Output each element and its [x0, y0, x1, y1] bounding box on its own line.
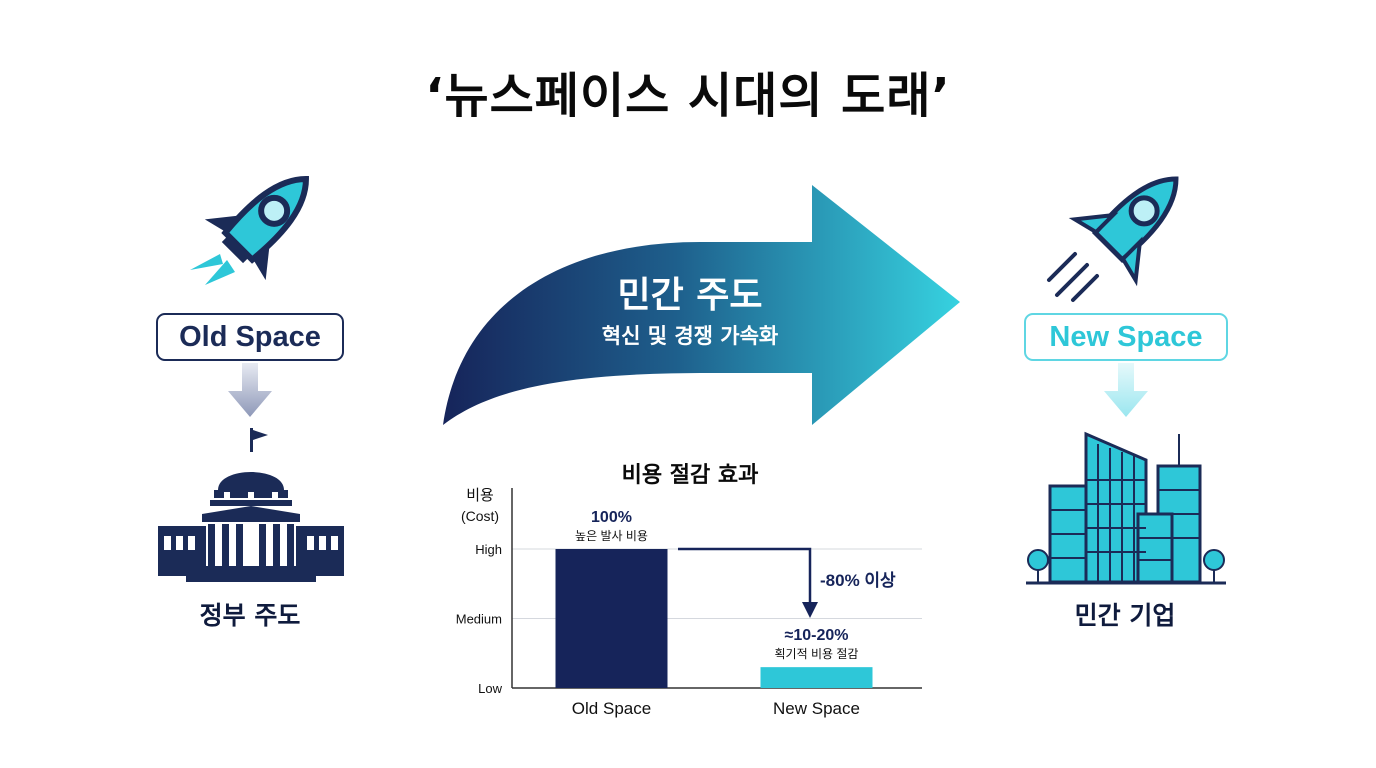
reduction-arrowhead	[802, 602, 818, 618]
x-tick-label: New Space	[773, 699, 860, 718]
rocket-icon	[1047, 176, 1179, 302]
new-space-badge: New Space	[1024, 313, 1228, 361]
y-tick-label: Medium	[456, 612, 502, 627]
bar-note-label: 높은 발사 비용	[575, 529, 648, 543]
old-space-badge: Old Space	[156, 313, 344, 361]
bar-note-label: 획기적 비용 절감	[775, 647, 859, 661]
page-title: ‘뉴스페이스 시대의 도래’	[425, 68, 951, 124]
down-arrow-icon	[1104, 363, 1148, 417]
rocket-icon	[190, 176, 309, 285]
bar	[555, 549, 668, 688]
bar-value-label: 100%	[591, 509, 632, 526]
government-led-label: 정부 주도	[199, 601, 301, 630]
y-axis-label: 비용	[466, 487, 494, 504]
reduction-annotation: -80% 이상	[820, 571, 896, 590]
y-tick-label: Low	[478, 681, 502, 696]
bar	[760, 667, 873, 688]
reduction-arrow	[678, 547, 812, 610]
arrow-title: 민간 주도	[617, 275, 763, 316]
x-tick-label: Old Space	[572, 699, 651, 718]
y-tick-label: High	[475, 542, 502, 557]
government-building-icon	[158, 428, 344, 582]
city-buildings-icon	[1026, 431, 1226, 585]
down-arrow-icon	[228, 363, 272, 417]
y-axis-sublabel: (Cost)	[461, 508, 499, 524]
chart-title: 비용 절감 효과	[621, 463, 759, 488]
bar-value-label: ≈10-20%	[785, 627, 849, 644]
private-company-label: 민간 기업	[1074, 601, 1176, 630]
curved-arrow-icon	[443, 185, 960, 425]
arrow-subtitle: 혁신 및 경쟁 가속화	[601, 324, 779, 348]
